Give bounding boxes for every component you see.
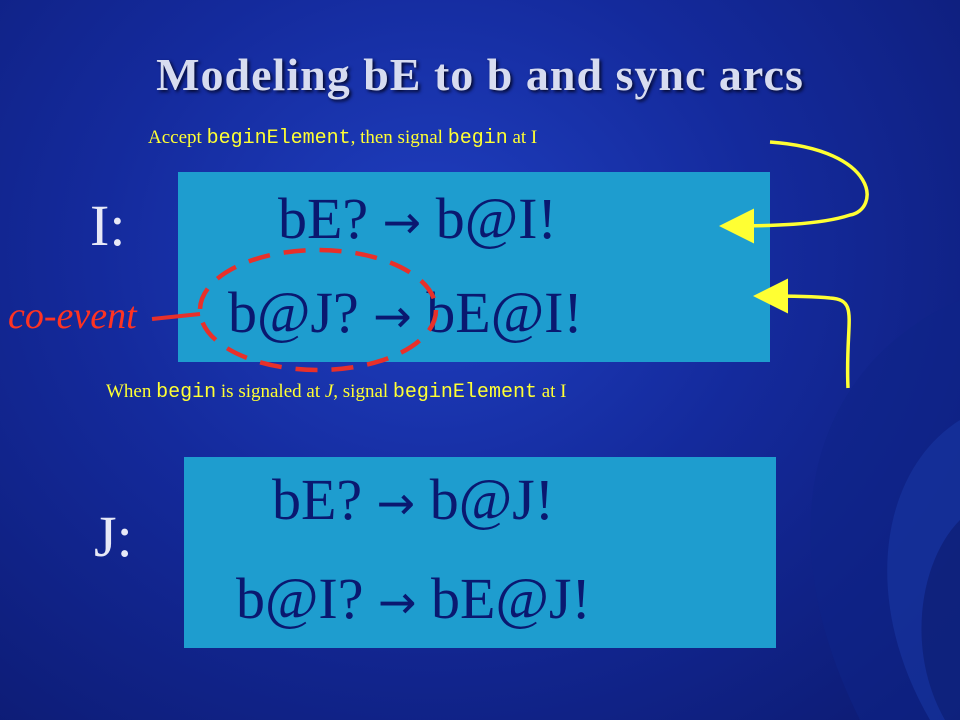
process-i-label: I: <box>90 193 126 258</box>
process-j-label: J: <box>94 504 133 569</box>
co-event-label: co-event <box>8 295 137 337</box>
co-event-connector <box>151 312 201 321</box>
rule-j-2: b@I? → bE@J! <box>236 566 591 631</box>
arrow-icon: → <box>382 195 422 249</box>
process-i-box <box>178 172 770 362</box>
top-annotation: Accept beginElement, then signal begin a… <box>148 127 538 150</box>
callout-arrow-bottom <box>753 278 851 389</box>
co-event-ellipse <box>197 247 439 373</box>
arrow-icon: → <box>373 289 412 343</box>
rule-j-1: bE? → b@J! <box>272 467 555 532</box>
process-j-box <box>184 457 776 648</box>
rule-i-1: bE? → b@I! <box>278 186 557 251</box>
slide-title: Modeling bE to b and sync arcs <box>156 49 804 100</box>
callout-arrow-top <box>719 140 869 244</box>
arrow-icon: → <box>376 476 416 530</box>
rule-i-2: b@J? → bE@I! <box>228 280 583 345</box>
bottom-annotation: When begin is signaled at J, signal begi… <box>106 381 567 404</box>
arrow-icon: → <box>377 575 417 629</box>
